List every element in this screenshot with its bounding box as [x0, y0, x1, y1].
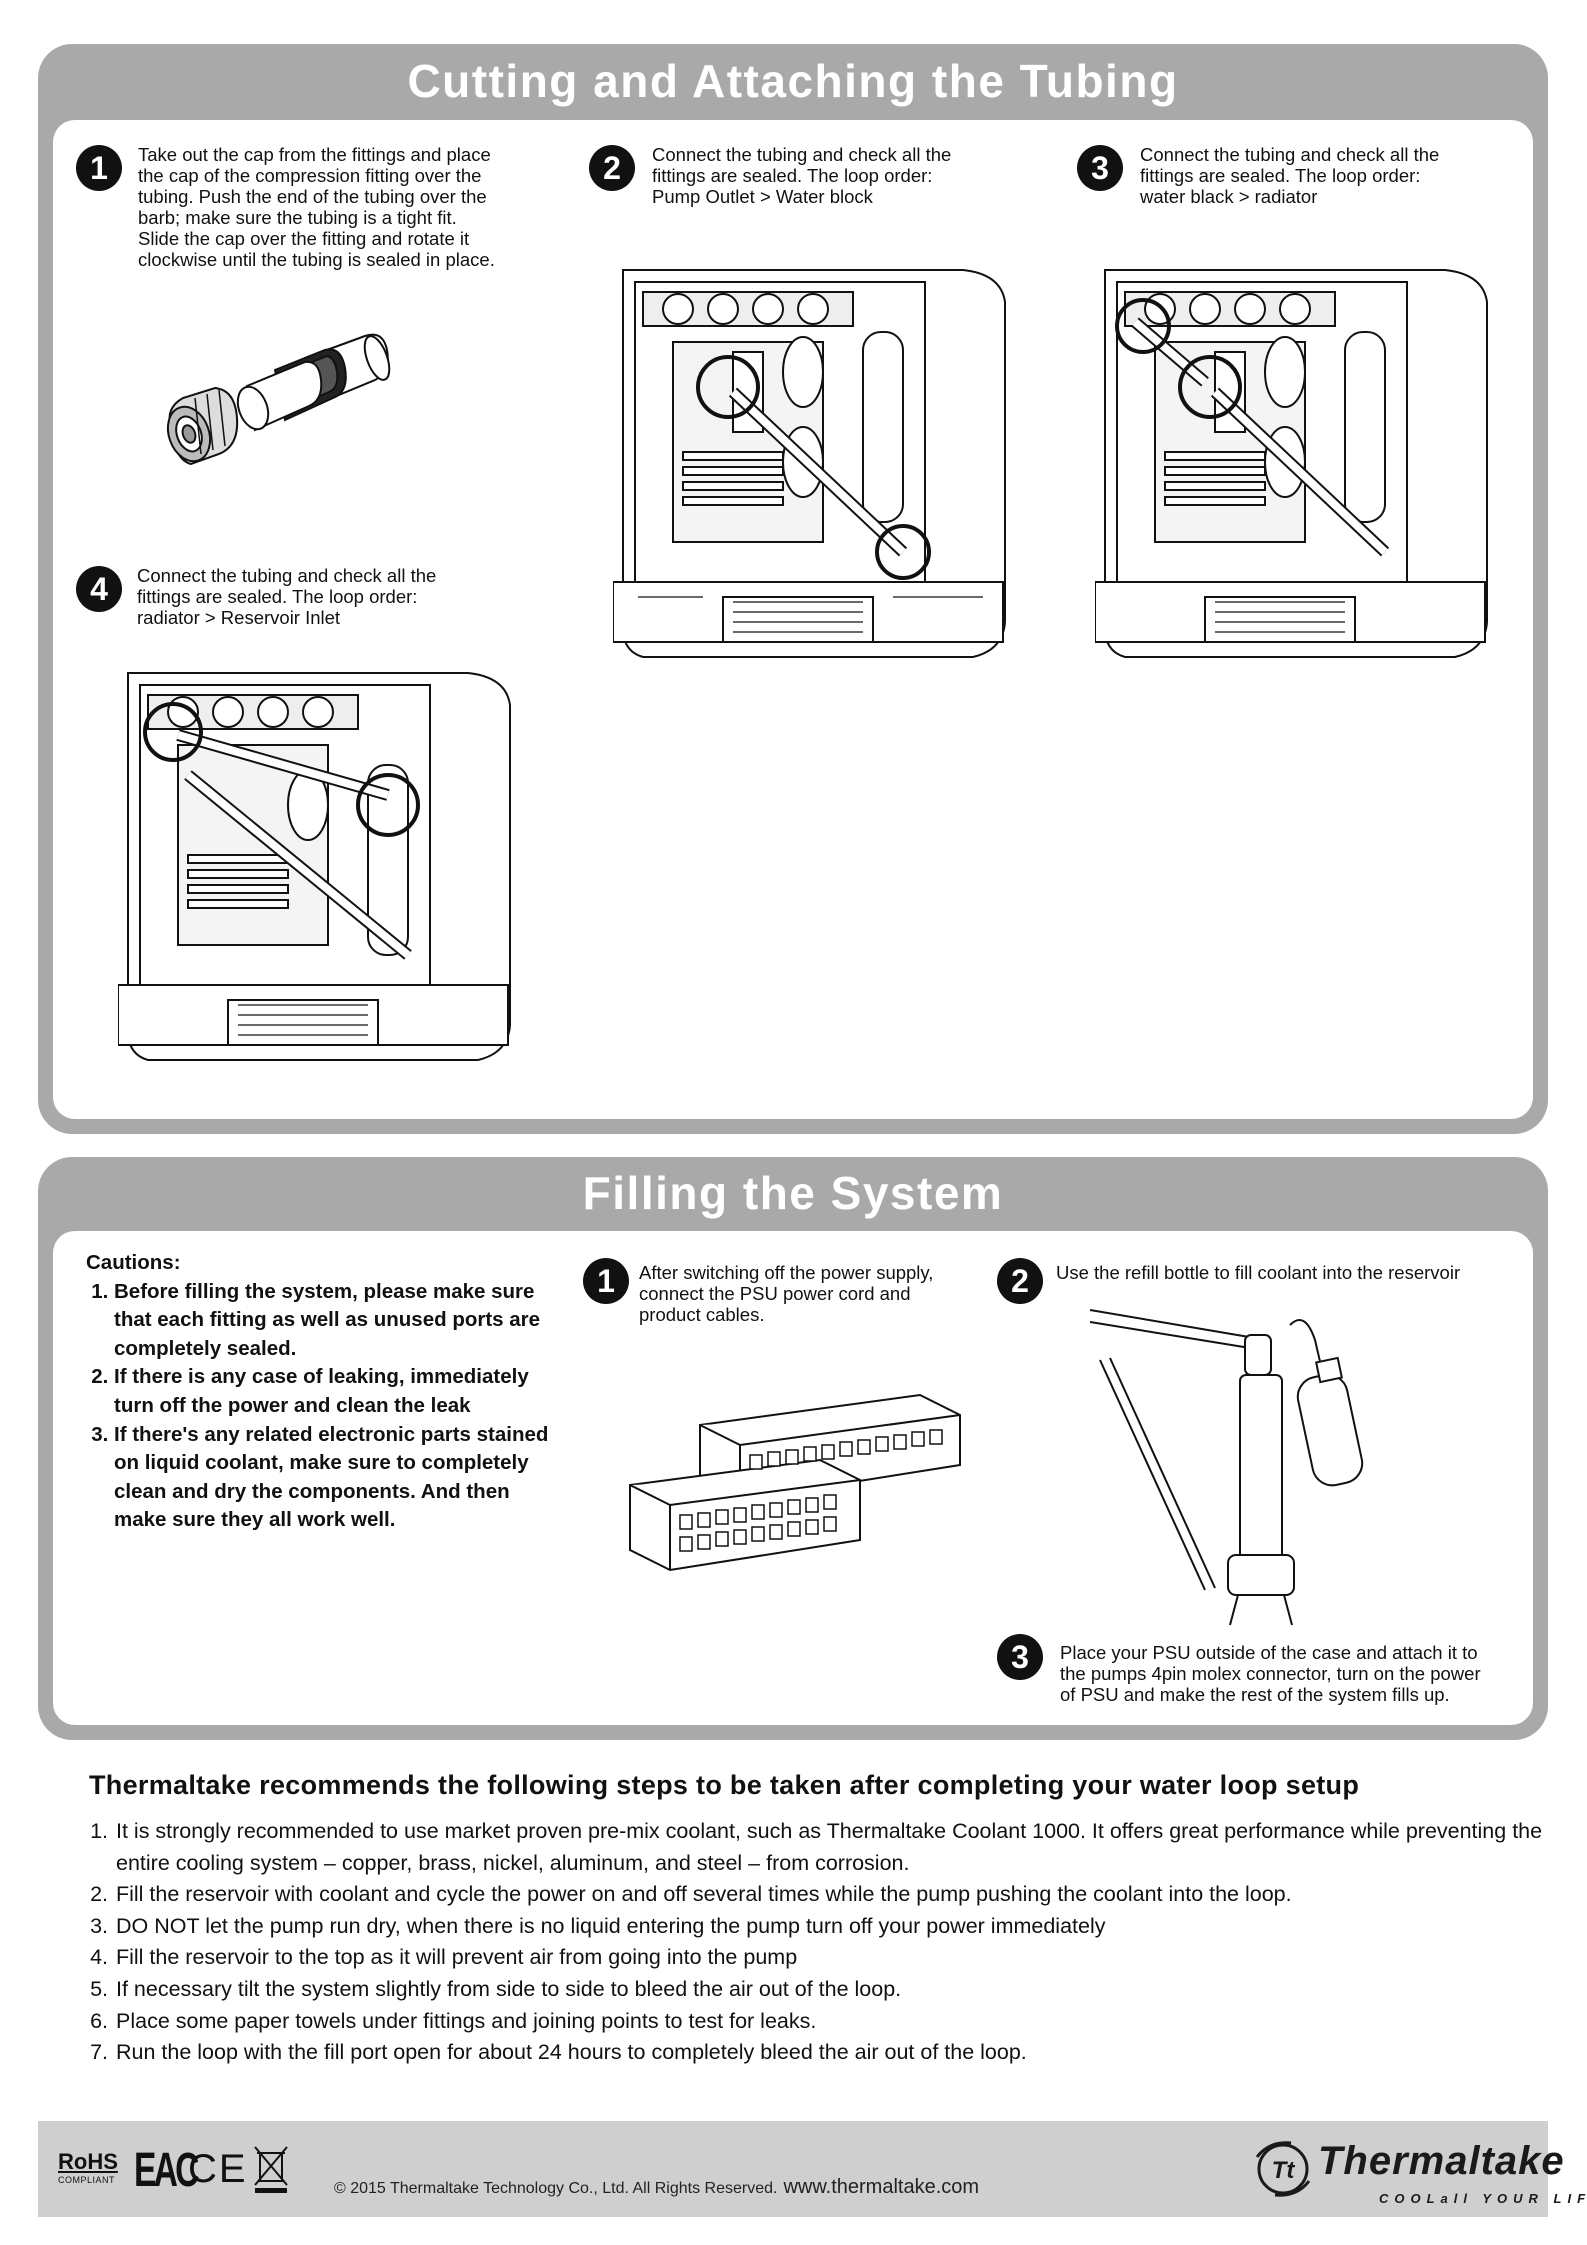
cautions-title: Cautions:	[86, 1251, 181, 1274]
fill-step-3-text: Place your PSU outside of the case and a…	[1060, 1642, 1481, 1705]
rohs-sub-label: COMPLIANT	[58, 2175, 116, 2185]
step-number: 1	[583, 1258, 629, 1304]
caution-item: If there is any case of leaking, immedia…	[114, 1363, 556, 1420]
step-1-text: Take out the cap from the fittings and p…	[138, 144, 495, 270]
step-4-text: Connect the tubing and check all the fit…	[137, 565, 437, 628]
recommendation-item: It is strongly recommended to use market…	[114, 1816, 1554, 1879]
caution-item: If there's any related electronic parts …	[114, 1421, 556, 1535]
recommendations-title: Thermaltake recommends the following ste…	[89, 1770, 1360, 1800]
recommendation-item: If necessary tilt the system slightly fr…	[114, 1974, 1554, 2006]
rohs-label: RoHS	[58, 2149, 118, 2174]
caution-item: Before filling the system, please make s…	[114, 1278, 556, 1364]
step-3-text: Connect the tubing and check all the fit…	[1140, 144, 1440, 207]
reservoir-refill-illustration	[1090, 1309, 1364, 1626]
brand-name: Thermaltake	[1318, 2139, 1565, 2183]
compression-fitting-illustration	[166, 333, 391, 466]
step-number: 3	[997, 1634, 1043, 1680]
section-title: Filling the System	[582, 1167, 1004, 1219]
section-title: Cutting and Attaching the Tubing	[407, 55, 1179, 107]
brand-tagline: COOLall YOUR LIFE	[1379, 2191, 1587, 2206]
fill-step-1-text: After switching off the power supply, co…	[639, 1262, 934, 1325]
website-link[interactable]: www.thermaltake.com	[783, 2176, 980, 2198]
pc-case-illustration-step-2	[613, 269, 1006, 658]
fill-step-2-text: Use the refill bottle to fill coolant in…	[1056, 1262, 1461, 1283]
cautions-list: Before filling the system, please make s…	[86, 1278, 556, 1535]
rohs-logo: RoHS COMPLIANT	[58, 2149, 118, 2185]
step-number: 2	[589, 145, 635, 191]
copyright-text: © 2015 Thermaltake Technology Co., Ltd. …	[334, 2176, 979, 2199]
pc-case-illustration-step-3	[1095, 269, 1488, 658]
tt-logo-icon: Tt	[1255, 2141, 1311, 2197]
copyright-notice: © 2015 Thermaltake Technology Co., Ltd. …	[334, 2180, 778, 2197]
step-number: 4	[76, 566, 122, 612]
recommendations-list: It is strongly recommended to use market…	[88, 1816, 1554, 2069]
psu-connector-illustration	[629, 1393, 961, 1572]
weee-bin-icon	[254, 2146, 288, 2193]
footer-bar: RoHS COMPLIANT EAC CE © 2015 Thermaltake…	[38, 2121, 1587, 2217]
recommendation-item: Run the loop with the fill port open for…	[114, 2037, 1554, 2069]
ce-mark: CE	[188, 2147, 248, 2191]
recommendation-item: Fill the reservoir to the top as it will…	[114, 1942, 1554, 1974]
step-number: 3	[1077, 145, 1123, 191]
tt-logo-mark: Tt	[1272, 2157, 1296, 2184]
step-number: 1	[76, 145, 122, 191]
cautions-block: Cautions: Before filling the system, ple…	[86, 1249, 556, 1535]
pc-case-illustration-step-4	[118, 672, 511, 1061]
step-number: 2	[997, 1258, 1043, 1304]
step-2-text: Connect the tubing and check all the fit…	[652, 144, 952, 207]
recommendation-item: Place some paper towels under fittings a…	[114, 2006, 1554, 2038]
eac-mark: EAC	[134, 2144, 199, 2197]
recommendation-item: Fill the reservoir with coolant and cycl…	[114, 1879, 1554, 1911]
recommendation-item: DO NOT let the pump run dry, when there …	[114, 1911, 1554, 1943]
